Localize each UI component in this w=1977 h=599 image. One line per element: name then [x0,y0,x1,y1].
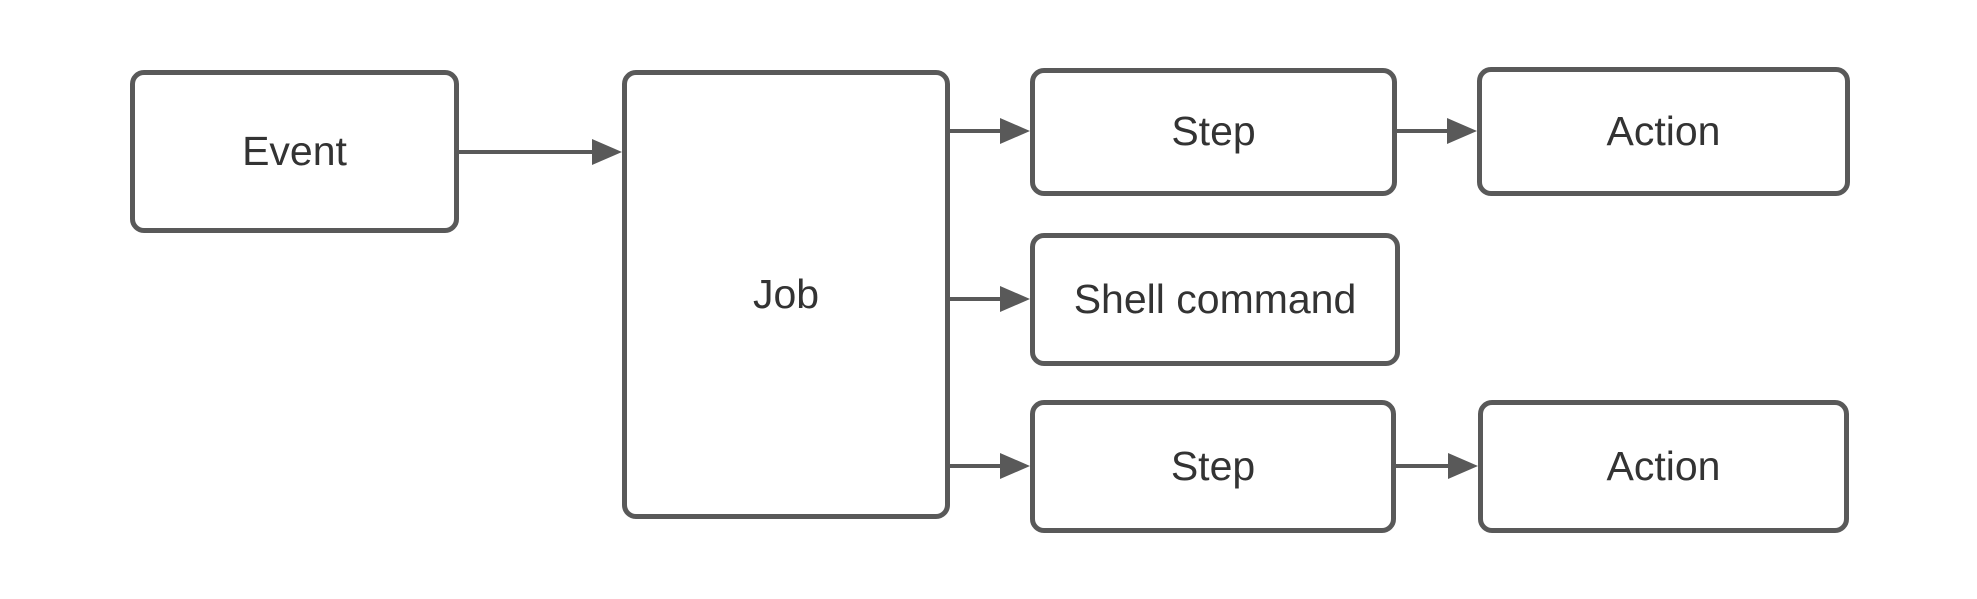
arrow-line [950,129,1000,133]
node-action-bottom-label: Action [1606,442,1721,489]
node-shell-command-label: Shell command [1073,275,1357,322]
arrow-step-bottom-to-action-bottom [1395,453,1478,479]
node-step-bottom: Step [1030,400,1396,533]
node-job: Job [622,70,950,519]
node-event: Event [130,70,459,233]
node-step-bottom-label: Step [1170,442,1256,489]
node-shell-command: Shell command [1030,233,1400,366]
arrowhead-icon [592,139,622,165]
arrow-line [458,150,592,154]
arrowhead-icon [1000,453,1030,479]
node-step-top: Step [1030,68,1397,196]
node-job-label: Job [752,270,820,317]
arrow-line [1397,129,1447,133]
arrowhead-icon [1000,286,1030,312]
arrowhead-icon [1448,453,1478,479]
arrow-line [1395,464,1448,468]
arrow-step-top-to-action-top [1397,118,1477,144]
node-step-top-label: Step [1171,108,1256,155]
arrowhead-icon [1447,118,1477,144]
arrow-job-to-shell-command [950,286,1030,312]
arrow-line [950,297,1000,301]
node-event-label: Event [242,127,347,174]
arrowhead-icon [1000,118,1030,144]
node-action-top: Action [1477,67,1850,196]
node-action-bottom: Action [1478,400,1849,533]
arrow-job-to-step-top [950,118,1030,144]
arrow-job-to-step-bottom [950,453,1030,479]
arrow-line [950,464,1000,468]
node-action-top-label: Action [1606,107,1721,154]
arrow-event-to-job [458,139,622,165]
